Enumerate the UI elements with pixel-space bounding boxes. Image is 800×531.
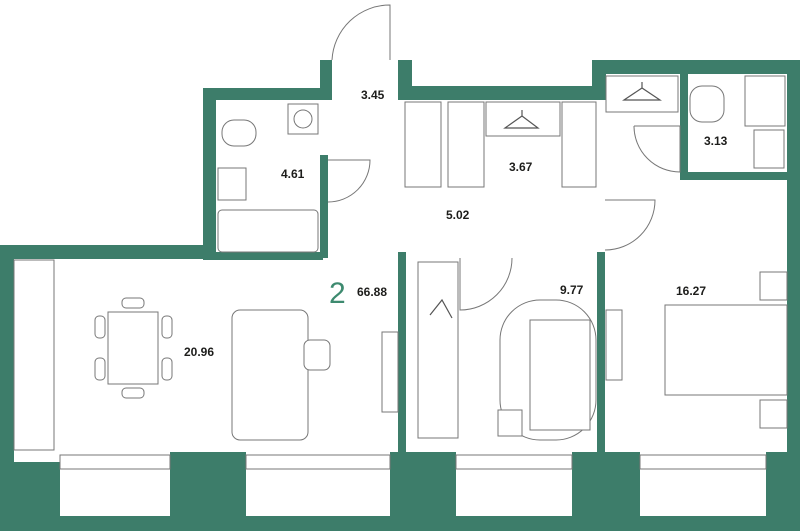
counter <box>13 259 55 451</box>
door-bedroom-large <box>604 199 656 251</box>
total-area: 66.88 <box>357 285 388 299</box>
toilet-icon <box>221 119 257 147</box>
wall-bath-bottom <box>203 252 323 260</box>
chair-icon <box>161 357 173 381</box>
windows <box>59 454 767 470</box>
window-kitchen-1 <box>59 454 171 470</box>
coffee-table <box>303 339 331 371</box>
area-bedroom-large: 16.27 <box>676 284 707 298</box>
hanger-icon <box>429 298 453 319</box>
sink-icon <box>217 167 247 201</box>
hanger-icon <box>622 82 662 101</box>
wall-wardrobe-top <box>398 86 598 100</box>
rooms-count: 2 <box>329 277 346 310</box>
nightstand <box>759 271 788 301</box>
wall-bath-right <box>320 155 328 258</box>
area-toilet: 3.13 <box>704 134 728 148</box>
wardrobe-unit-1 <box>404 101 442 188</box>
area-corridor: 5.02 <box>446 208 470 222</box>
wall-toilet-bottom <box>680 172 787 180</box>
wall-left <box>0 245 14 521</box>
door-entrance <box>331 4 391 61</box>
wardrobe-unit-3 <box>485 101 561 137</box>
chair-icon <box>94 357 106 381</box>
wall-right <box>787 60 800 530</box>
area-kitchen-living: 20.96 <box>184 345 215 359</box>
wall-bath-left <box>203 88 216 258</box>
area-bathroom: 4.61 <box>281 167 305 181</box>
wall-toilet-left <box>680 74 688 180</box>
shower-icon <box>744 75 786 127</box>
hangers <box>429 82 662 319</box>
table-icon <box>107 311 159 385</box>
wall-bottom-band <box>0 516 800 531</box>
wall-bed-small-right <box>597 252 605 452</box>
wall-top-right <box>592 60 800 74</box>
chair-icon <box>121 297 145 309</box>
door-bedroom-small <box>459 257 513 311</box>
chair-icon <box>121 387 145 399</box>
wall-bed-small-left <box>398 252 406 452</box>
chair-icon <box>161 315 173 339</box>
chair-icon <box>94 315 106 339</box>
wardrobe-unit-2 <box>447 101 485 188</box>
nightstand <box>759 399 788 429</box>
door-bathroom <box>327 159 371 203</box>
wall-kitchen-top <box>0 245 205 259</box>
nightstand <box>497 409 523 437</box>
furniture <box>13 75 788 451</box>
wardrobe-unit-5 <box>605 75 679 113</box>
window-kitchen-2 <box>245 454 391 470</box>
tv-icon <box>605 309 623 381</box>
area-wardrobe: 3.67 <box>509 160 533 174</box>
bed-icon <box>529 319 591 431</box>
washing-machine-drum <box>293 109 313 129</box>
hanger-icon <box>503 110 540 129</box>
sofa-icon <box>231 309 309 441</box>
area-bedroom-small: 9.77 <box>560 283 584 297</box>
window-bedroom-small <box>455 454 573 470</box>
bathtub-icon <box>217 209 319 253</box>
desk <box>417 261 459 439</box>
tv-icon <box>381 331 399 413</box>
wall-bath-top <box>203 88 323 100</box>
doors <box>327 4 681 311</box>
wardrobe-unit-4 <box>561 101 597 188</box>
wall-hall-left <box>320 60 332 72</box>
door-toilet <box>633 125 681 173</box>
toilet-room-sink <box>753 129 785 169</box>
walls <box>0 60 800 531</box>
toilet-room-toilet <box>689 85 725 123</box>
bed-icon <box>664 304 788 396</box>
window-bedroom-large <box>639 454 767 470</box>
area-hall: 3.45 <box>361 88 385 102</box>
